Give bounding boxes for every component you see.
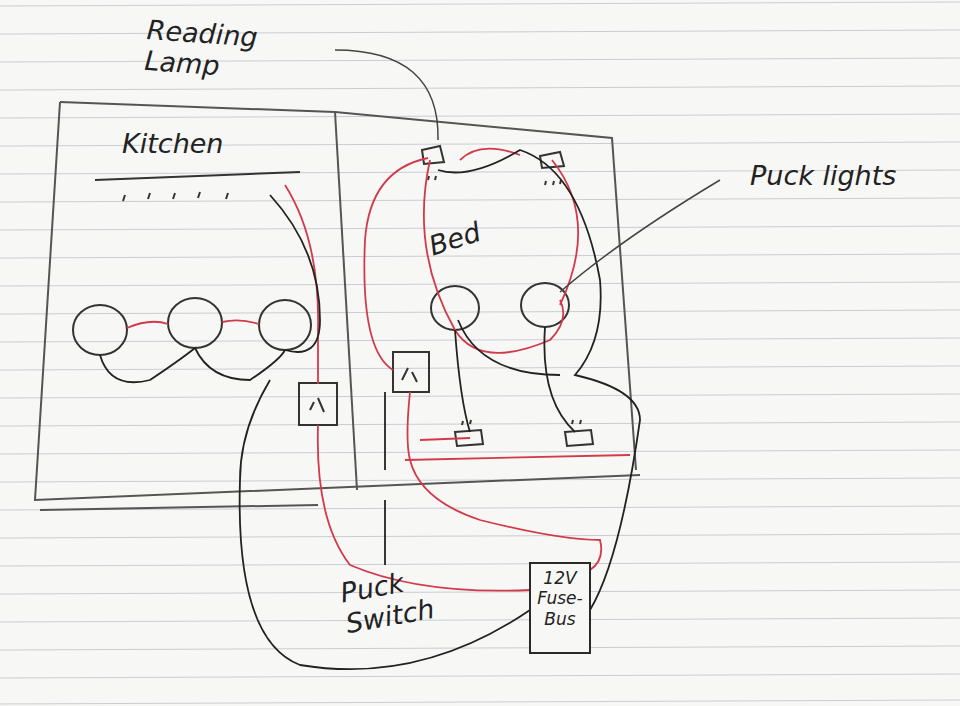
puck-lights-label: Puck lights <box>750 160 950 191</box>
negative-wires <box>100 150 640 669</box>
puck-switch-label: Puck Switch <box>338 552 497 639</box>
fixtures <box>73 146 593 446</box>
van-outline <box>35 102 640 510</box>
room-label: Kitchen <box>122 128 322 159</box>
fuse-bus-box: 12V Fuse-Bus <box>529 562 591 654</box>
positive-wires <box>127 149 630 591</box>
reading-lamp-label: Reading Lamp <box>144 14 298 86</box>
box-text: 12V Fuse-Bus <box>534 568 586 629</box>
bed-label: Bed <box>425 201 530 261</box>
leader-lines <box>335 50 720 292</box>
